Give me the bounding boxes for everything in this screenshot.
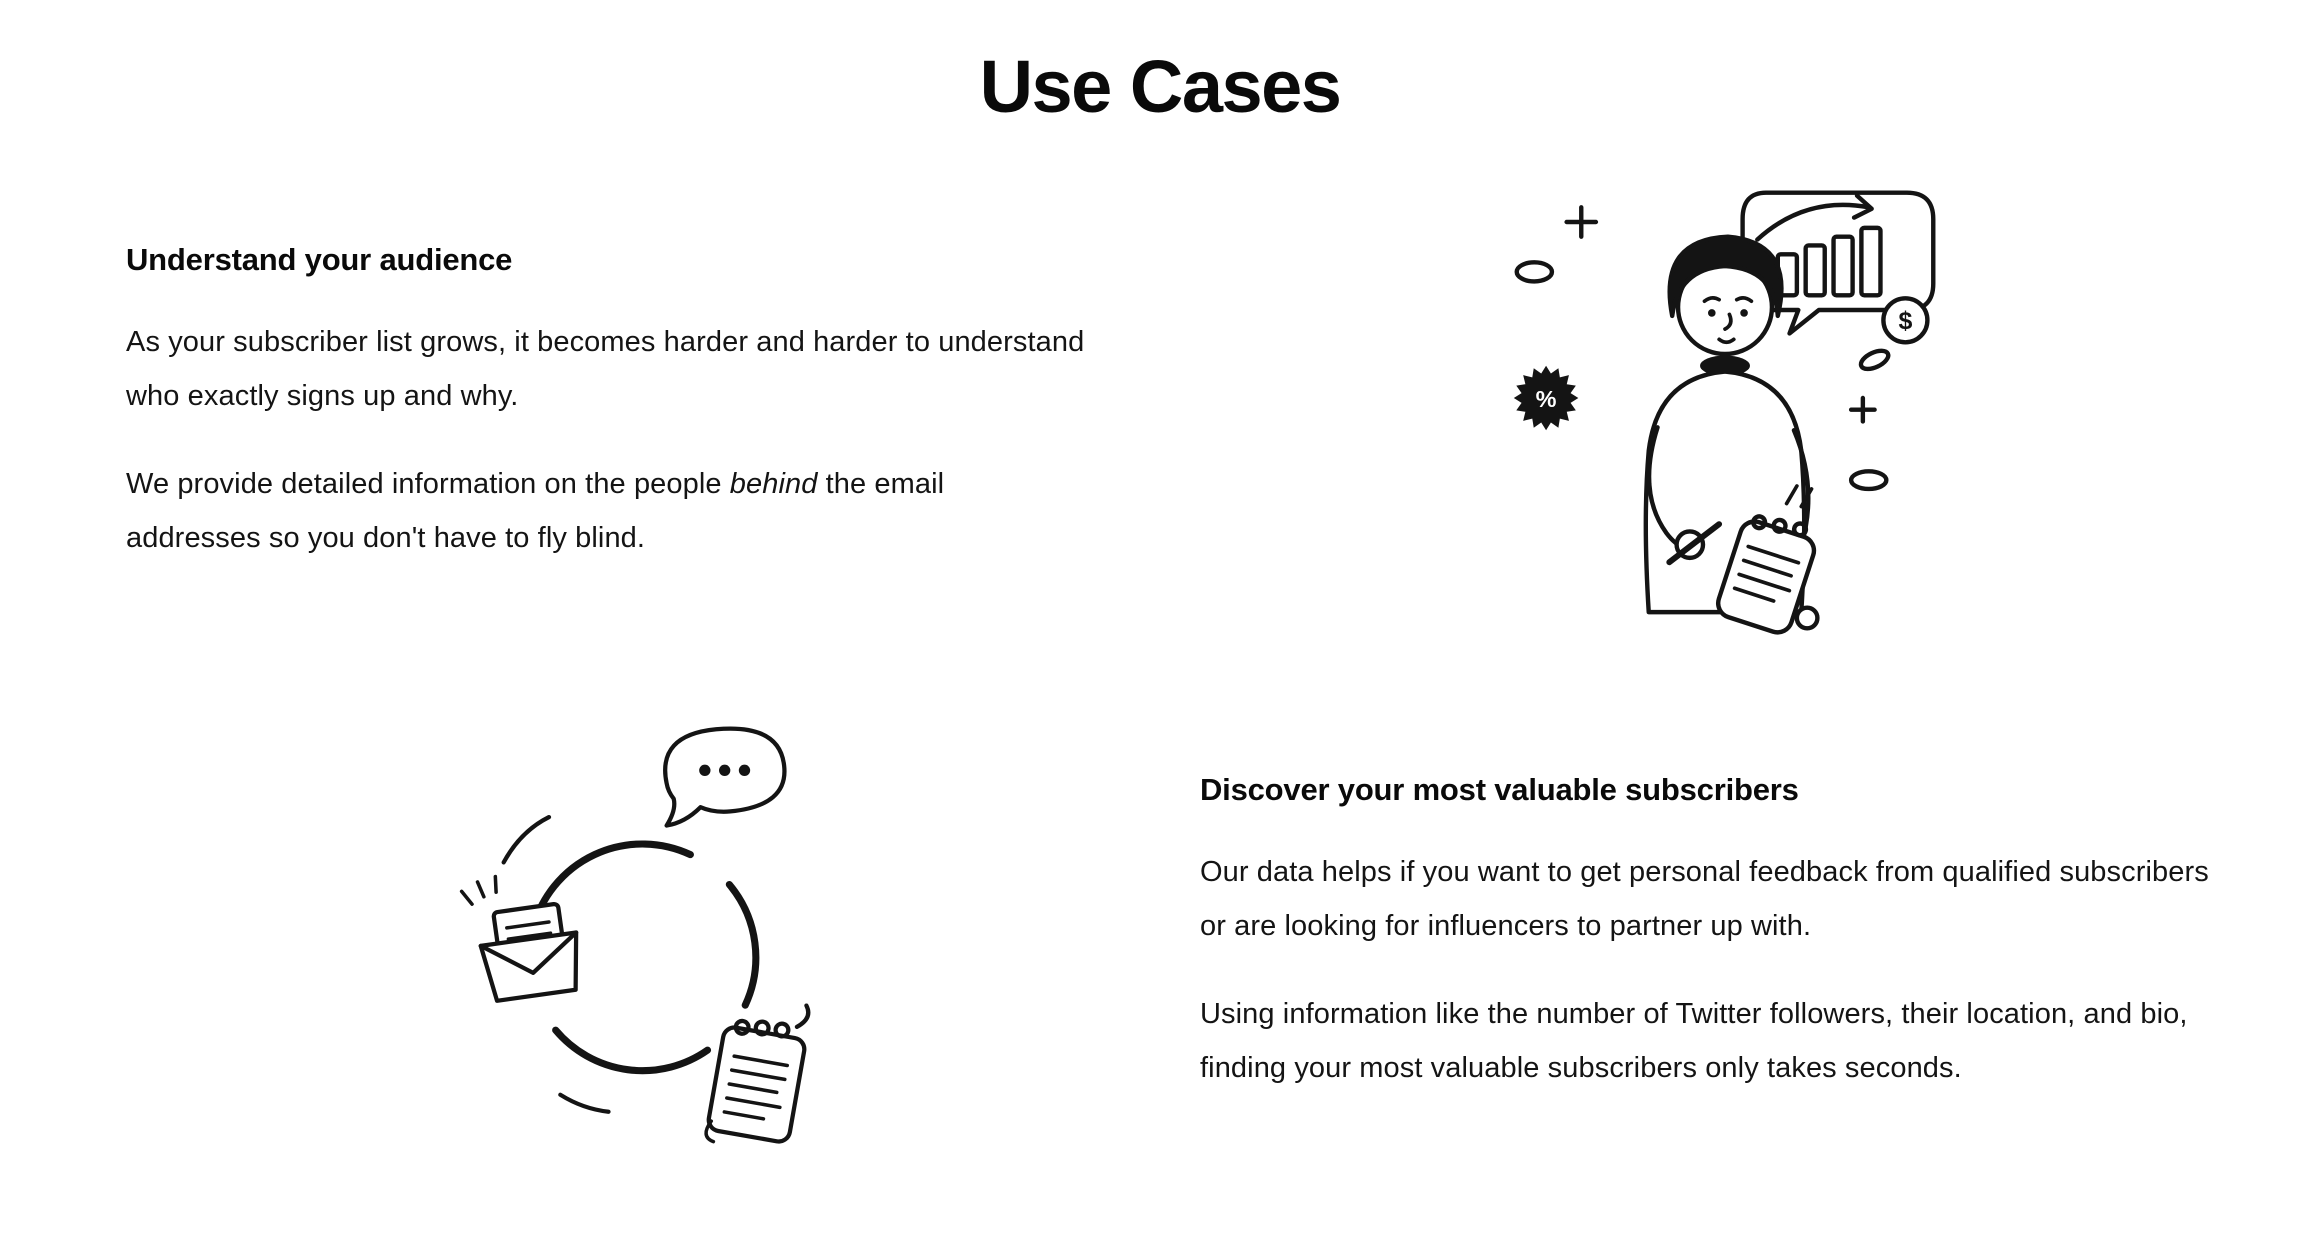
audience-text-block: Understand your audience As your subscri… [126, 242, 1086, 566]
pen-icon [1666, 521, 1723, 566]
person-figure [1643, 234, 1820, 635]
motion-marks [1784, 484, 1814, 509]
coin-icon [1514, 260, 1555, 284]
eyebrow-right [1734, 296, 1754, 304]
bar-chart-icon [1775, 225, 1883, 298]
audience-paragraph-2: We provide detailed information on the p… [126, 458, 1086, 566]
coin-icon-small [1858, 348, 1891, 372]
notification-marks [459, 874, 498, 906]
speech-bubble-icon [663, 726, 787, 828]
growth-arrow-icon [1755, 202, 1871, 242]
accent-strokes [501, 814, 611, 1114]
eye-left [1707, 309, 1716, 317]
eye-right [1740, 309, 1748, 317]
valuable-paragraph-2: Using information like the number of Twi… [1200, 997, 2188, 1084]
audience-paragraph-2-after: the email addresses so you don't have to… [126, 467, 945, 554]
svg-text:$: $ [1898, 307, 1912, 335]
coin-icon-bottom [1848, 469, 1889, 492]
person-hair [1667, 234, 1784, 319]
plus-icon [1564, 205, 1599, 239]
person-collar [1700, 355, 1750, 376]
person-mouth [1717, 337, 1736, 345]
circular-arrows-icon [529, 840, 760, 1075]
svg-text:%: % [1536, 386, 1557, 412]
valuable-heading: Discover your most valuable subscribers [1200, 772, 1799, 807]
audience-paragraph-2-emphasis: behind [729, 467, 818, 500]
valuable-text-block: Discover your most valuable subscribers … [1200, 772, 2240, 1096]
person-arm-right [1791, 428, 1811, 530]
loop-illustration-svg [459, 726, 811, 1144]
growth-arrow-head [1851, 193, 1874, 220]
audience-heading: Understand your audience [126, 242, 513, 277]
audience-paragraph-2-before: We provide detailed information on the p… [126, 467, 730, 500]
plus-icon-small [1848, 395, 1877, 424]
notepad-icon [704, 1003, 811, 1144]
growth-chart-bubble-icon: $ [1740, 190, 1936, 345]
page-title: Use Cases [979, 45, 1342, 128]
notes-illustration: $ % [1505, 178, 1945, 662]
eyebrow-left [1702, 296, 1721, 304]
valuable-paragraph-1: Our data helps if you want to get person… [1200, 856, 2209, 942]
dollar-coin-icon: $ [1881, 296, 1930, 345]
notepad-icon [1716, 514, 1817, 635]
notes-illustration-svg: $ % [1513, 190, 1936, 635]
loop-illustration [430, 695, 855, 1163]
audience-paragraph-1: As your subscriber list grows, it become… [126, 326, 1085, 412]
person-hand-right [1794, 605, 1820, 631]
percent-badge-icon: % [1513, 365, 1579, 431]
envelope-icon [459, 874, 579, 1003]
person-nose [1723, 312, 1733, 331]
